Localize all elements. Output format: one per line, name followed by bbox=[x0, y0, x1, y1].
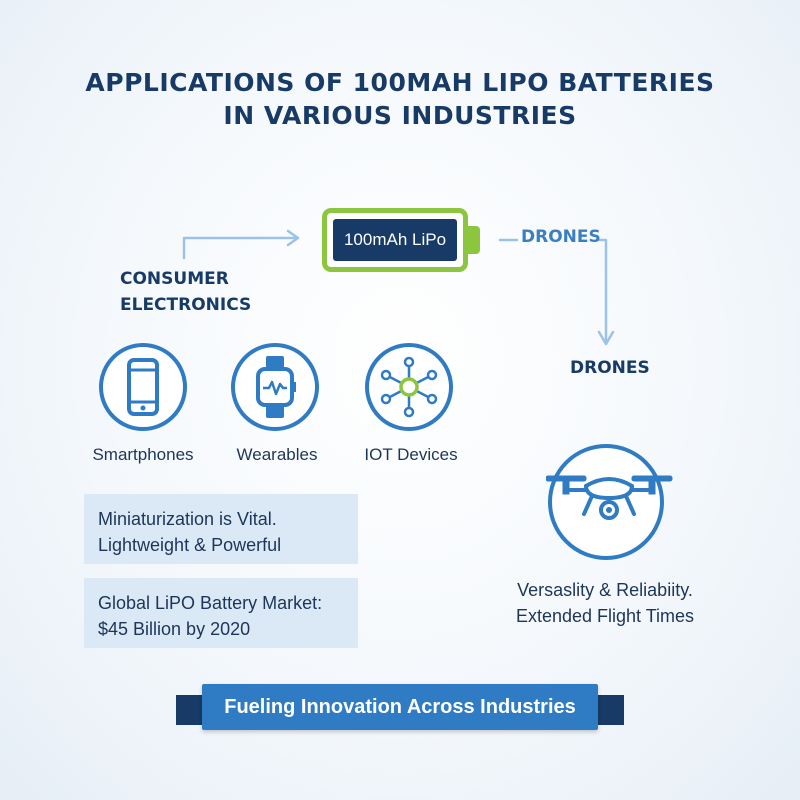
drone-description: Versaslity & Reliabiity. Extended Flight… bbox=[480, 577, 730, 629]
device-label-smartphones: Smartphones bbox=[92, 445, 194, 464]
device-label-iot: IOT Devices bbox=[364, 445, 458, 464]
smartphone-icon bbox=[99, 343, 187, 431]
drones-heading: DRONES bbox=[570, 358, 650, 378]
info-box-miniaturization: Miniaturization is Vital. Lightweight & … bbox=[84, 494, 358, 564]
bottom-banner: Fueling Innovation Across Industries bbox=[202, 684, 598, 730]
battery-to-drones-arrowhead bbox=[597, 330, 615, 346]
drone-note-line-2: Extended Flight Times bbox=[515, 606, 695, 626]
battery-terminal bbox=[468, 226, 480, 254]
drone-icon bbox=[546, 444, 673, 560]
flow-label-drones: DRONES bbox=[521, 227, 601, 247]
consumer-line-2: ELECTRONICS bbox=[120, 295, 252, 315]
consumer-to-battery-arrow bbox=[182, 236, 298, 260]
info-box-1-line-1: Miniaturization is Vital. bbox=[98, 509, 277, 529]
consumer-to-battery-arrowhead bbox=[286, 229, 300, 247]
network-hub-icon bbox=[365, 343, 453, 431]
info-box-1-line-2: Lightweight & Powerful bbox=[98, 535, 282, 555]
page-title: APPLICATIONS OF 100MAH LIPO BATTERIES IN… bbox=[0, 66, 800, 132]
consumer-electronics-heading: CONSUMER ELECTRONICS bbox=[120, 266, 251, 318]
info-box-2-line-1: Global LiPO Battery Market: bbox=[98, 593, 323, 613]
info-box-2-line-2: $45 Billion by 2020 bbox=[98, 619, 251, 639]
title-line-1: APPLICATIONS OF 100MAH LIPO BATTERIES bbox=[85, 68, 715, 97]
info-box-market: Global LiPO Battery Market: $45 Billion … bbox=[84, 578, 358, 648]
battery-label: 100mAh LiPo bbox=[333, 219, 457, 261]
smartwatch-icon bbox=[231, 343, 319, 431]
battery-graphic: 100mAh LiPo bbox=[322, 208, 468, 272]
consumer-line-1: CONSUMER bbox=[120, 269, 229, 289]
battery-to-drones-arrow bbox=[498, 238, 608, 342]
drone-note-line-1: Versaslity & Reliabiity. bbox=[517, 580, 693, 600]
device-label-wearables: Wearables bbox=[236, 445, 318, 464]
title-line-2: IN VARIOUS INDUSTRIES bbox=[223, 101, 577, 130]
